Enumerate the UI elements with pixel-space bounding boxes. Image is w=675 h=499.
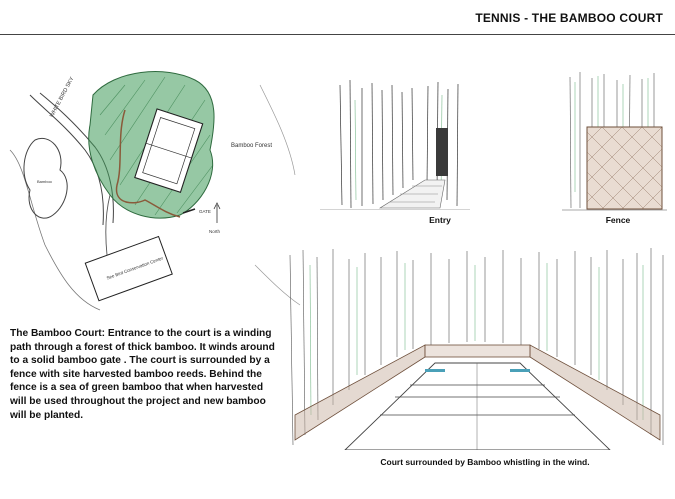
forest-label: Bamboo Forest [231,143,272,149]
page-title: TENNIS - THE BAMBOO COURT [475,11,663,25]
court-caption: Court surrounded by Bamboo whistling in … [380,457,590,467]
tree-label: Bamboo [37,179,53,184]
entry-caption: Entry [429,215,451,225]
description-paragraph: The Bamboo Court: Entrance to the court … [10,328,275,421]
entry-sketch [320,80,470,210]
gate-label: GATE [199,209,211,214]
court-sketch [289,248,664,450]
fence-caption: Fence [605,215,631,225]
header-divider [0,34,675,35]
fence-sketch [562,72,667,211]
site-plan-sketch: WHITE BIRD SKY Bamboo Bamboo Forest GATE… [9,71,301,311]
north-label: North [209,229,221,234]
